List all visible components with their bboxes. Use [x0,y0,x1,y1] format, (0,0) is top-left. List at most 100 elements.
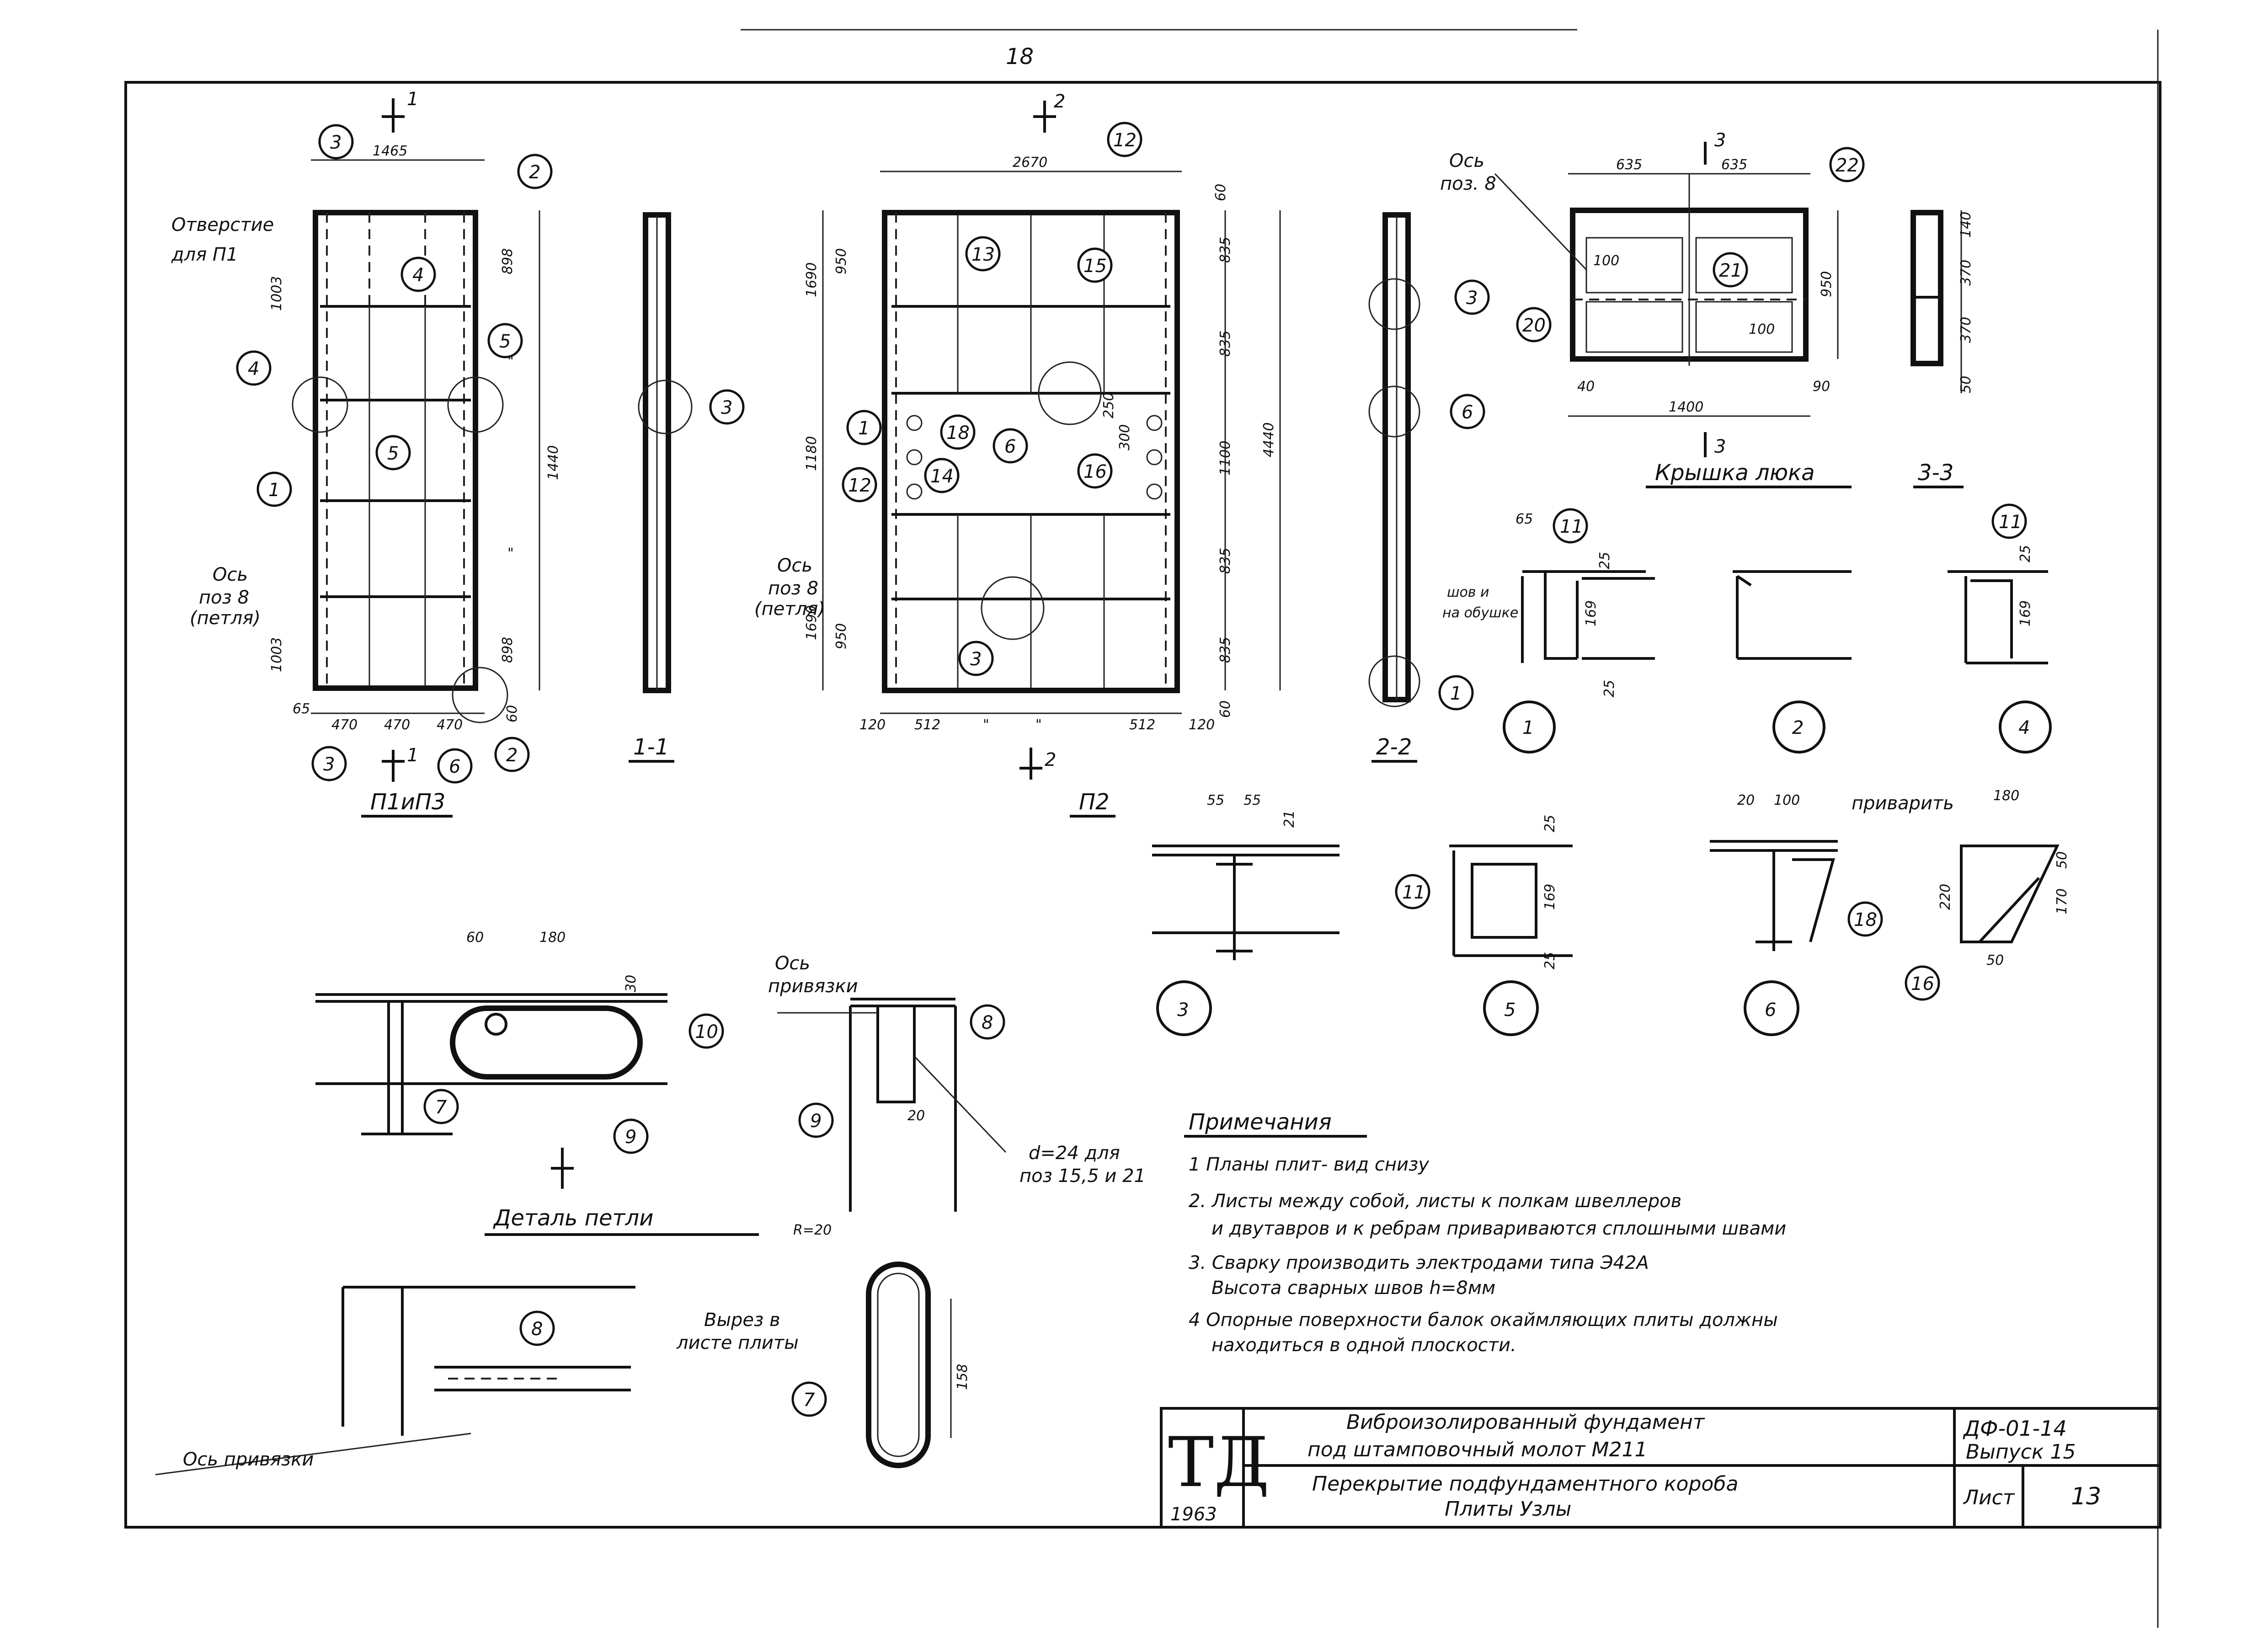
hatch-dim-635b: 635 [1721,157,1747,173]
hatch-section-mark-bottom: 3 [1714,436,1726,457]
p1p3-dim-top: 1465 [373,143,407,159]
callout-p2-14: 14 [930,466,954,487]
hatch-dim-90: 90 [1813,379,1830,395]
slot-radius: R=20 [793,1222,832,1238]
section-3-3-title: 3-3 [1918,460,1953,486]
callout-s11-3: 3 [721,397,732,418]
p2-dim-60-top: 60 [1213,184,1229,201]
p1p3-dim-470b: 470 [384,717,410,733]
node1-dim-25a: 25 [1597,552,1613,569]
page-number: 18 [1006,44,1034,70]
callout-p2-1: 1 [858,418,870,439]
callout-anchor-9: 9 [810,1111,822,1132]
callout-hatch-21: 21 [1719,260,1742,281]
view-p1p3 [292,98,540,782]
callout-p2-12a: 12 [1113,130,1137,151]
bracket16-dim-50b: 50 [1986,952,2004,968]
node6-detail [1710,840,1838,1036]
hatch-dim-100b: 100 [1749,321,1775,337]
p1p3-dim-470c: 470 [437,717,463,733]
callout-p2-16: 16 [1083,461,1107,482]
notes-block: Примечания 1 Планы плит- вид снизу 2. Ли… [1184,1109,1786,1356]
callout-hatch-22: 22 [1836,155,1859,176]
p1p3-dim-1003-top: 1003 [269,276,285,311]
node1-detail [1503,570,1655,754]
p1p3-dim-1440: 1440 [545,445,561,480]
node3-dim-21: 21 [1281,810,1297,828]
callout-p2-3: 3 [970,649,982,670]
node3-dim-55b: 55 [1243,792,1261,808]
p2-dim-835d: 835 [1217,637,1233,663]
callout-node1-11: 11 [1560,516,1583,537]
node1-note: шов и [1447,584,1489,600]
anchor-detail [777,998,1007,1212]
p1p3-section-mark-bottom: 1 [407,745,418,766]
loop-title: Деталь петли [493,1205,653,1231]
hatch-dim-1400: 1400 [1669,399,1703,415]
p2-dim-120-right: 120 [1189,717,1215,733]
callout-p1p3-4b: 4 [248,358,259,380]
slot-length: 158 [955,1364,971,1390]
p2-dim-ditto-1: " [983,717,989,733]
s33-dim-370b: 370 [1958,317,1974,343]
hatch-dim-950: 950 [1819,271,1835,297]
callout-p1p3-3a: 3 [330,132,342,153]
p2-dim-1690-bottom: 1690 [804,605,820,640]
node2-label: 2 [1792,717,1804,738]
subtitle-line-1: Перекрытие подфундаментного короба [1312,1472,1738,1496]
note-line-4: 3. Сварку производить электродами типа Э… [1189,1252,1649,1273]
callout-p1p3-4a: 4 [412,265,424,286]
p1p3-section-mark-top: 1 [407,89,418,110]
p1p3-dim-65: 65 [293,701,310,717]
callout-s22-6: 6 [1462,402,1473,423]
p1p3-note-hole: Отверстие [171,214,274,235]
p2-dim-300: 300 [1117,424,1133,450]
callout-p2-15: 15 [1083,256,1107,277]
bracket16-dim-220: 220 [1937,884,1953,910]
title-issue: Выпуск 15 [1966,1440,2076,1464]
anchor-axis: Ось [775,953,810,974]
node1-dim-25b: 25 [1601,680,1617,697]
p2-dim-1690-top: 1690 [804,262,820,297]
section-1-1 [629,212,693,763]
node4-detail [1948,570,2052,754]
node4-label: 4 [2018,717,2030,738]
loop-detail [315,993,667,1189]
p2-title: П2 [1079,789,1110,815]
p1p3-dim-470a: 470 [331,717,358,733]
p2-dim-950-top: 950 [833,248,849,274]
p1p3-dim-60: 60 [504,705,520,722]
node5-label: 5 [1504,1000,1516,1021]
p2-dim-835a: 835 [1217,237,1233,263]
callout-p2-6: 6 [1004,436,1016,457]
anchor-note: d=24 для [1029,1143,1120,1164]
callout-p2-18: 18 [946,422,970,444]
s33-dim-50: 50 [1958,376,1974,393]
hatch-axis: Ось [1449,150,1484,171]
p2-section-mark-top: 2 [1054,91,1065,112]
node4-dim-25: 25 [2017,545,2033,562]
node5-dim-25b: 25 [1542,952,1558,969]
node5-detail [1449,845,1573,1036]
p1p3-note-hole2: для П1 [171,244,238,265]
slot7-detail [866,1262,952,1468]
hatch-dim-100a: 100 [1593,253,1619,269]
section-2-2 [1368,212,1420,763]
p2-dim-250: 250 [1101,392,1117,418]
title-sheet-number: 13 [2071,1483,2101,1510]
node1-dim-169: 169 [1583,600,1599,626]
p2-note-axis2: поз 8 [768,578,818,599]
callout-s22-1: 1 [1450,683,1462,704]
p2-dim-835c: 835 [1217,548,1233,574]
p1p3-note-axis3: (петля) [190,608,261,629]
section-2-2-title: 2-2 [1376,734,1412,760]
p1p3-dim-ditto-2: " [507,545,514,561]
node6-note: приварить [1852,793,1954,814]
view-p2 [822,101,1281,780]
title-line-1: Виброизолированный фундамент [1346,1411,1705,1434]
sheet-frame [124,29,2161,1628]
p2-dim-1180: 1180 [804,436,820,471]
note-line-7: находиться в одной плоскости. [1211,1335,1516,1356]
node3-label: 3 [1177,1000,1189,1021]
